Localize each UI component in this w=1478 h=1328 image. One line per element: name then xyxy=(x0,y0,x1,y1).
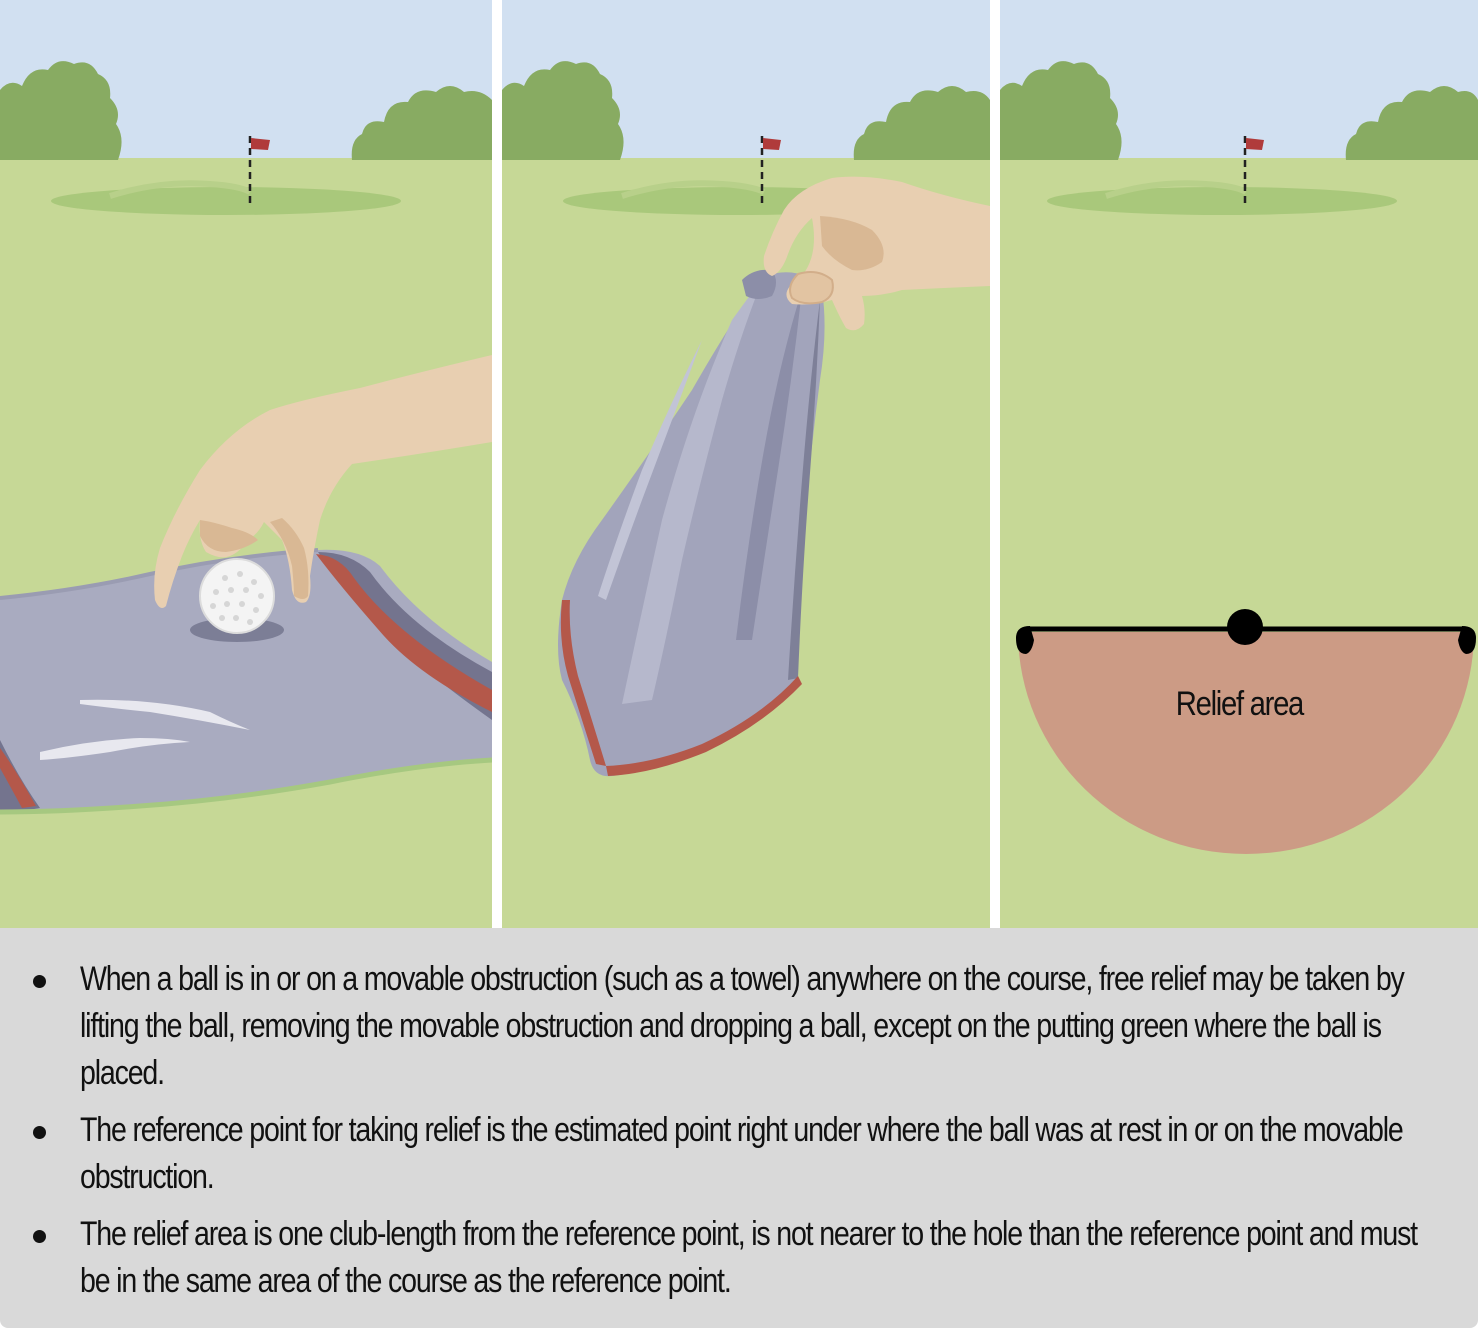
flag xyxy=(251,138,270,150)
hand-holding-towel xyxy=(763,176,990,331)
caption-bullet: The reference point for taking relief is… xyxy=(0,1107,1478,1201)
caption-bullet-list: When a ball is in or on a movable obstru… xyxy=(0,956,1478,1315)
flag xyxy=(763,138,781,150)
panel-relief-area-illustration xyxy=(1000,0,1478,928)
hand-lifting-ball xyxy=(154,355,492,608)
caption-bullet: When a ball is in or on a movable obstru… xyxy=(0,956,1478,1097)
bullet-dot xyxy=(33,1230,46,1243)
bullet-dot xyxy=(33,1126,46,1139)
club-head-right xyxy=(1458,626,1476,654)
flag xyxy=(1246,138,1264,150)
caption-bullet: The relief area is one club-length from … xyxy=(0,1211,1478,1305)
panel-relief-area xyxy=(1000,0,1478,928)
caption-bullet-text: When a ball is in or on a movable obstru… xyxy=(80,960,1405,1092)
caption-bullet-text: The reference point for taking relief is… xyxy=(80,1111,1404,1196)
illustration-panels: Relief area xyxy=(0,0,1478,928)
panel-lift-ball-illustration xyxy=(0,0,492,928)
club-head-left xyxy=(1016,626,1034,654)
panel-lift-ball xyxy=(0,0,492,928)
tree-right xyxy=(351,86,492,160)
bullet-dot xyxy=(33,975,46,988)
relief-area-label: Relief area xyxy=(1175,685,1305,723)
panel-remove-towel xyxy=(502,0,990,928)
tree-left xyxy=(1000,61,1122,160)
relief-area xyxy=(1018,632,1474,854)
putting-green xyxy=(1047,187,1397,215)
tree-right xyxy=(853,86,990,160)
tree-left xyxy=(502,61,624,160)
golf-ball xyxy=(199,558,275,634)
putting-green xyxy=(51,187,401,215)
reference-point xyxy=(1227,609,1263,645)
caption-bullet-text: The relief area is one club-length from … xyxy=(80,1215,1418,1300)
hanging-towel xyxy=(558,269,825,777)
tree-left xyxy=(0,61,122,160)
caption-box: When a ball is in or on a movable obstru… xyxy=(0,928,1478,1328)
panel-remove-towel-illustration xyxy=(502,0,990,928)
tree-right xyxy=(1345,86,1478,160)
